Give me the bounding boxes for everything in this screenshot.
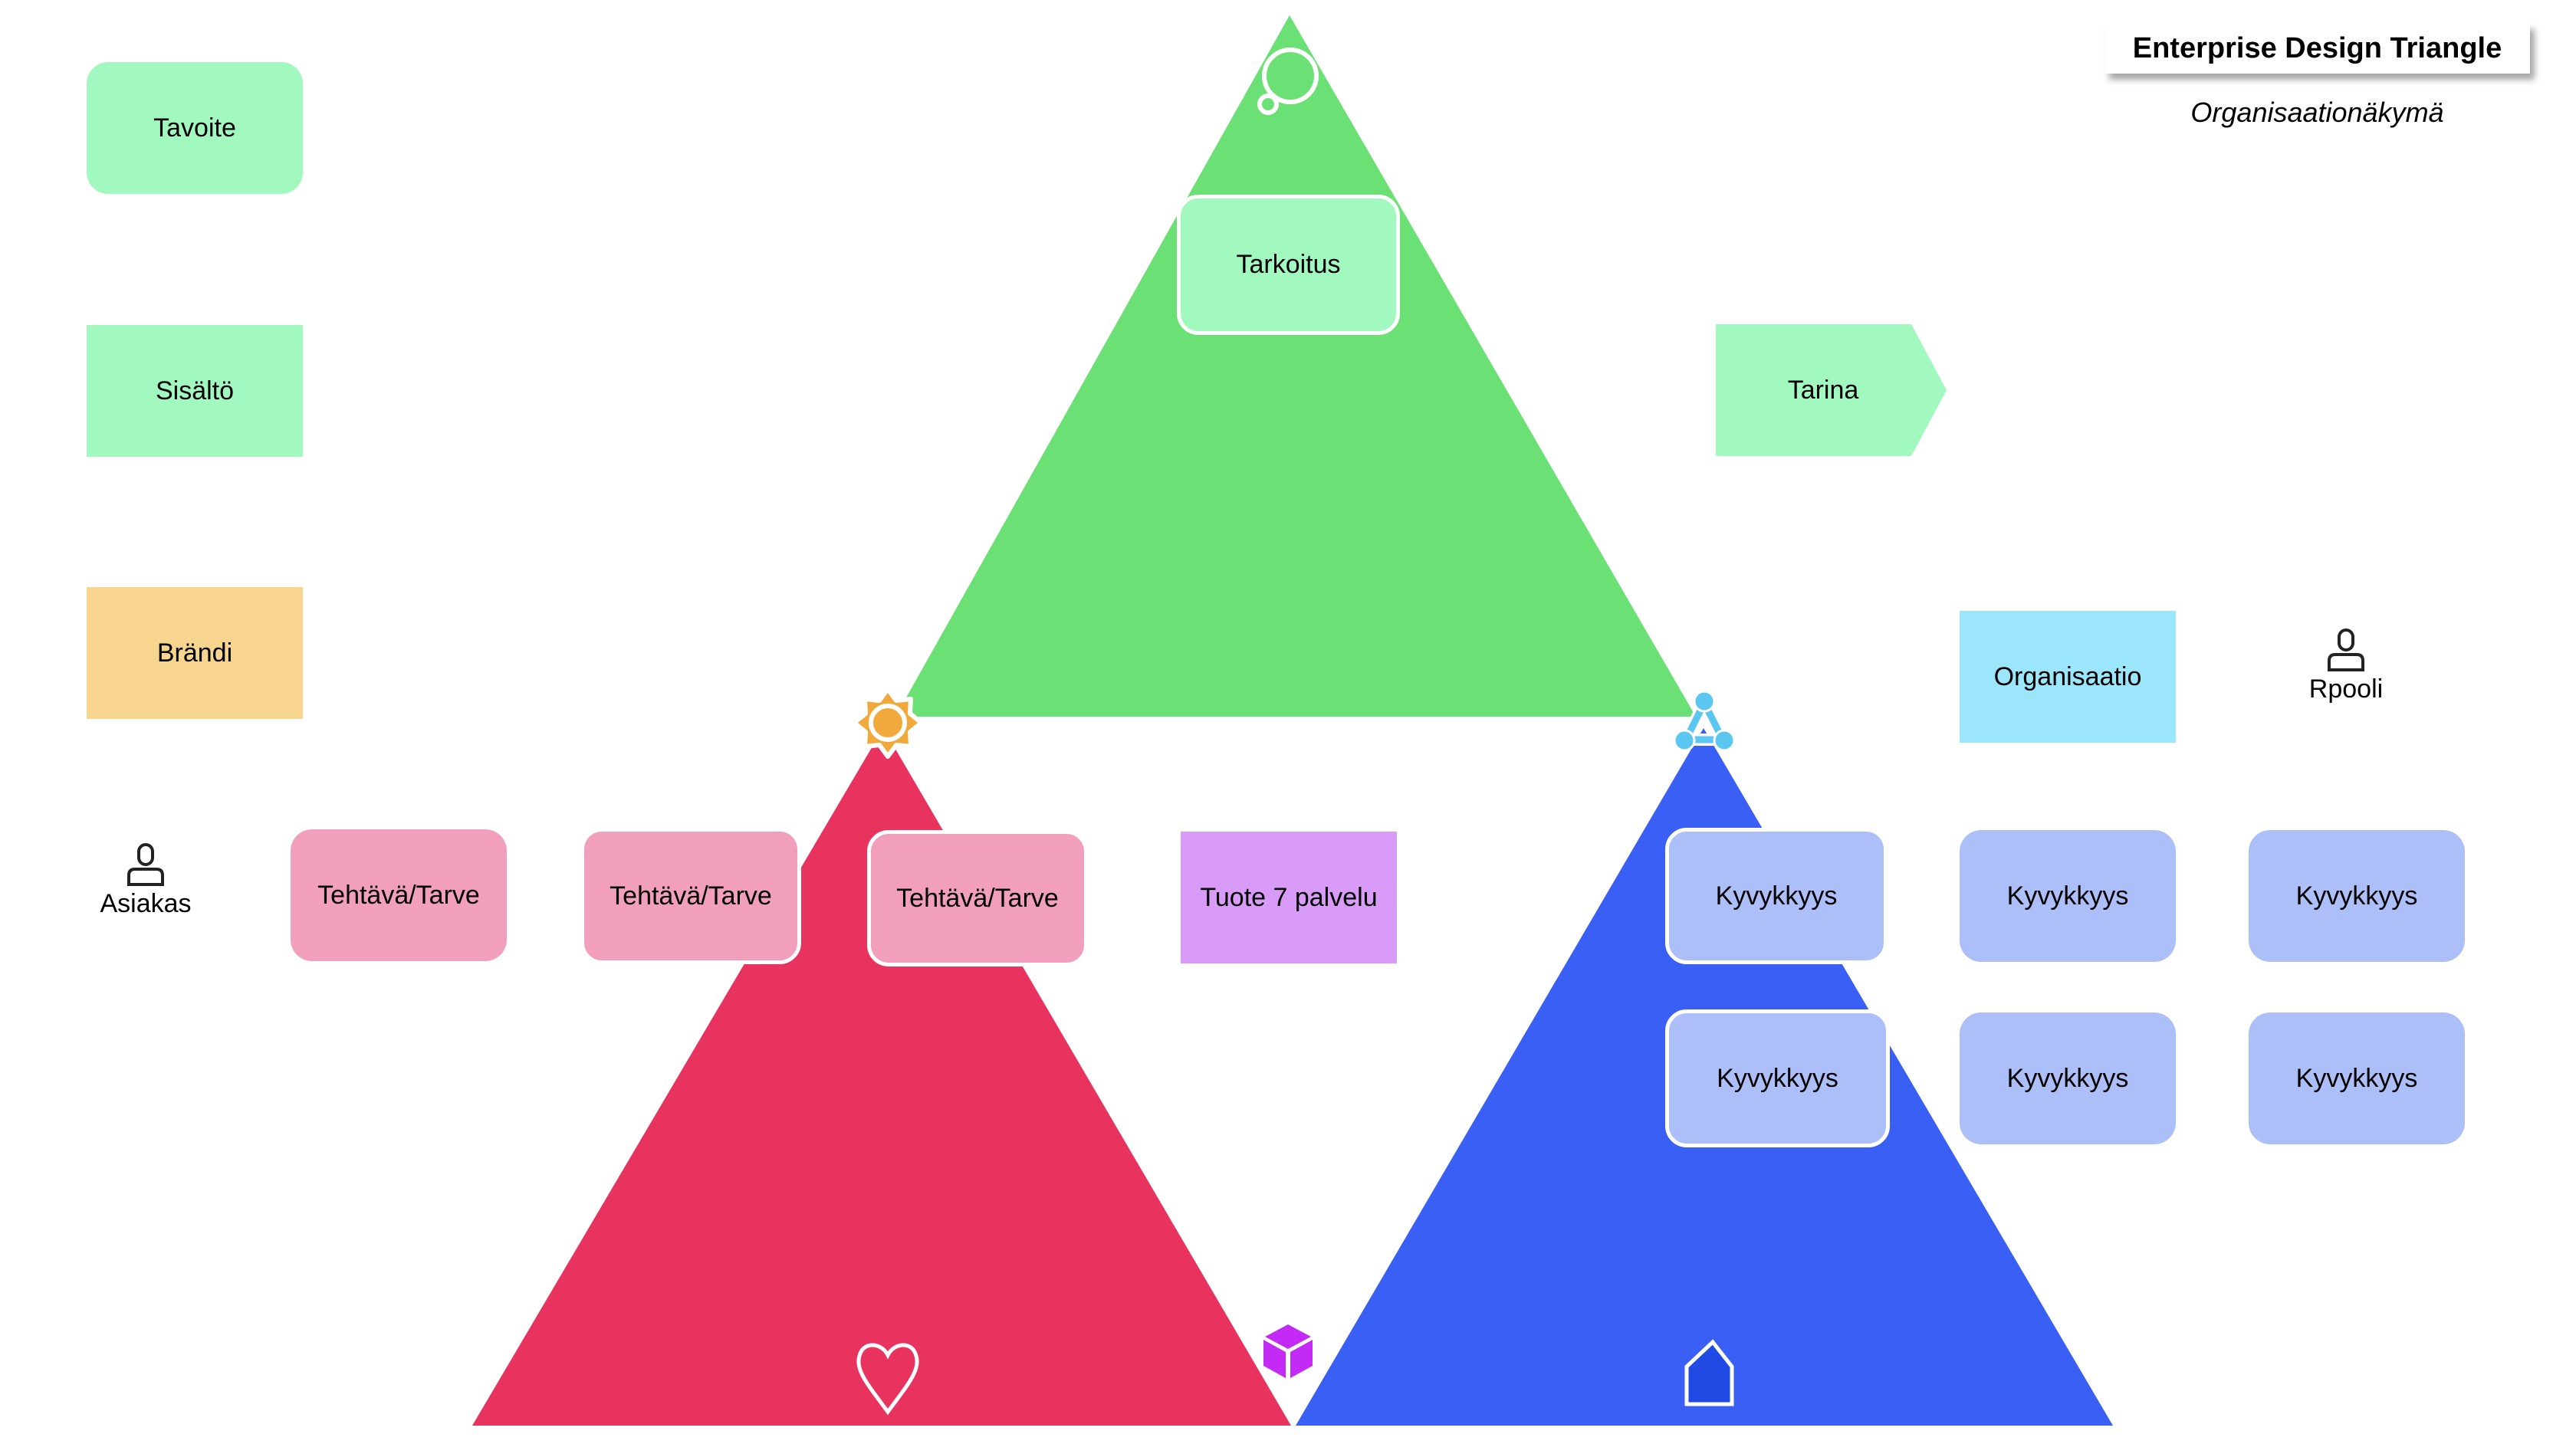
capability-note[interactable]: Kyvykkyys bbox=[1960, 1012, 2176, 1144]
customer-actor[interactable]: Asiakas bbox=[92, 842, 199, 919]
thought-bubble-icon bbox=[1257, 48, 1319, 115]
top-triangle-meaning bbox=[895, 15, 1696, 717]
goal-note[interactable]: Tavoite bbox=[87, 62, 303, 194]
organization-note[interactable]: Organisaatio bbox=[1960, 611, 2176, 743]
person-icon bbox=[127, 843, 164, 886]
brand-label: Brändi bbox=[156, 638, 233, 668]
diagram-title: Enterprise Design Triangle bbox=[2104, 23, 2530, 74]
capability-label: Kyvykkyys bbox=[2006, 881, 2129, 911]
product-service-label: Tuote 7 palvelu bbox=[1200, 882, 1378, 912]
diagram-subtitle: Organisaationäkymä bbox=[2190, 97, 2444, 128]
capability-label: Kyvykkyys bbox=[2295, 1063, 2418, 1093]
network-icon bbox=[1673, 690, 1736, 752]
task-need-note[interactable]: Tehtävä/Tarve bbox=[291, 829, 507, 961]
content-label: Sisältö bbox=[155, 376, 235, 405]
task-need-label: Tehtävä/Tarve bbox=[610, 881, 772, 911]
goal-label: Tavoite bbox=[153, 113, 236, 143]
task-need-note[interactable]: Tehtävä/Tarve bbox=[580, 828, 801, 964]
story-label: Tarina bbox=[1787, 375, 1859, 405]
task-need-note[interactable]: Tehtävä/Tarve bbox=[867, 830, 1088, 966]
sun-icon bbox=[852, 687, 924, 759]
capability-note[interactable]: Kyvykkyys bbox=[1665, 828, 1888, 964]
capability-label: Kyvykkyys bbox=[2006, 1063, 2129, 1093]
left-triangle-experience bbox=[472, 728, 1291, 1426]
task-need-label: Tehtävä/Tarve bbox=[896, 883, 1059, 913]
capability-note[interactable]: Kyvykkyys bbox=[1960, 830, 2176, 962]
story-arrow-shape bbox=[1716, 324, 1947, 456]
house-icon bbox=[1684, 1339, 1734, 1406]
capability-label: Kyvykkyys bbox=[1717, 1063, 1838, 1093]
capability-label: Kyvykkyys bbox=[1715, 881, 1838, 911]
product-service-note[interactable]: Tuote 7 palvelu bbox=[1181, 832, 1397, 963]
capability-label: Kyvykkyys bbox=[2295, 881, 2418, 911]
heart-icon bbox=[856, 1343, 919, 1416]
task-need-label: Tehtävä/Tarve bbox=[317, 880, 480, 910]
capability-note[interactable]: Kyvykkyys bbox=[2249, 1012, 2465, 1144]
cube-icon bbox=[1263, 1324, 1313, 1378]
capability-note[interactable]: Kyvykkyys bbox=[2249, 830, 2465, 962]
purpose-note[interactable]: Tarkoitus bbox=[1177, 195, 1400, 335]
role-pool-actor[interactable]: Rpooli bbox=[2292, 627, 2400, 704]
purpose-label: Tarkoitus bbox=[1236, 250, 1341, 279]
brand-note[interactable]: Brändi bbox=[87, 587, 303, 719]
customer-label: Asiakas bbox=[100, 889, 192, 918]
story-note[interactable]: Tarina bbox=[1716, 324, 1947, 456]
content-note[interactable]: Sisältö bbox=[87, 325, 303, 457]
person-icon bbox=[2328, 628, 2364, 671]
capability-note[interactable]: Kyvykkyys bbox=[1665, 1009, 1890, 1147]
role-pool-label: Rpooli bbox=[2308, 674, 2384, 704]
organization-label: Organisaatio bbox=[1993, 661, 2142, 691]
